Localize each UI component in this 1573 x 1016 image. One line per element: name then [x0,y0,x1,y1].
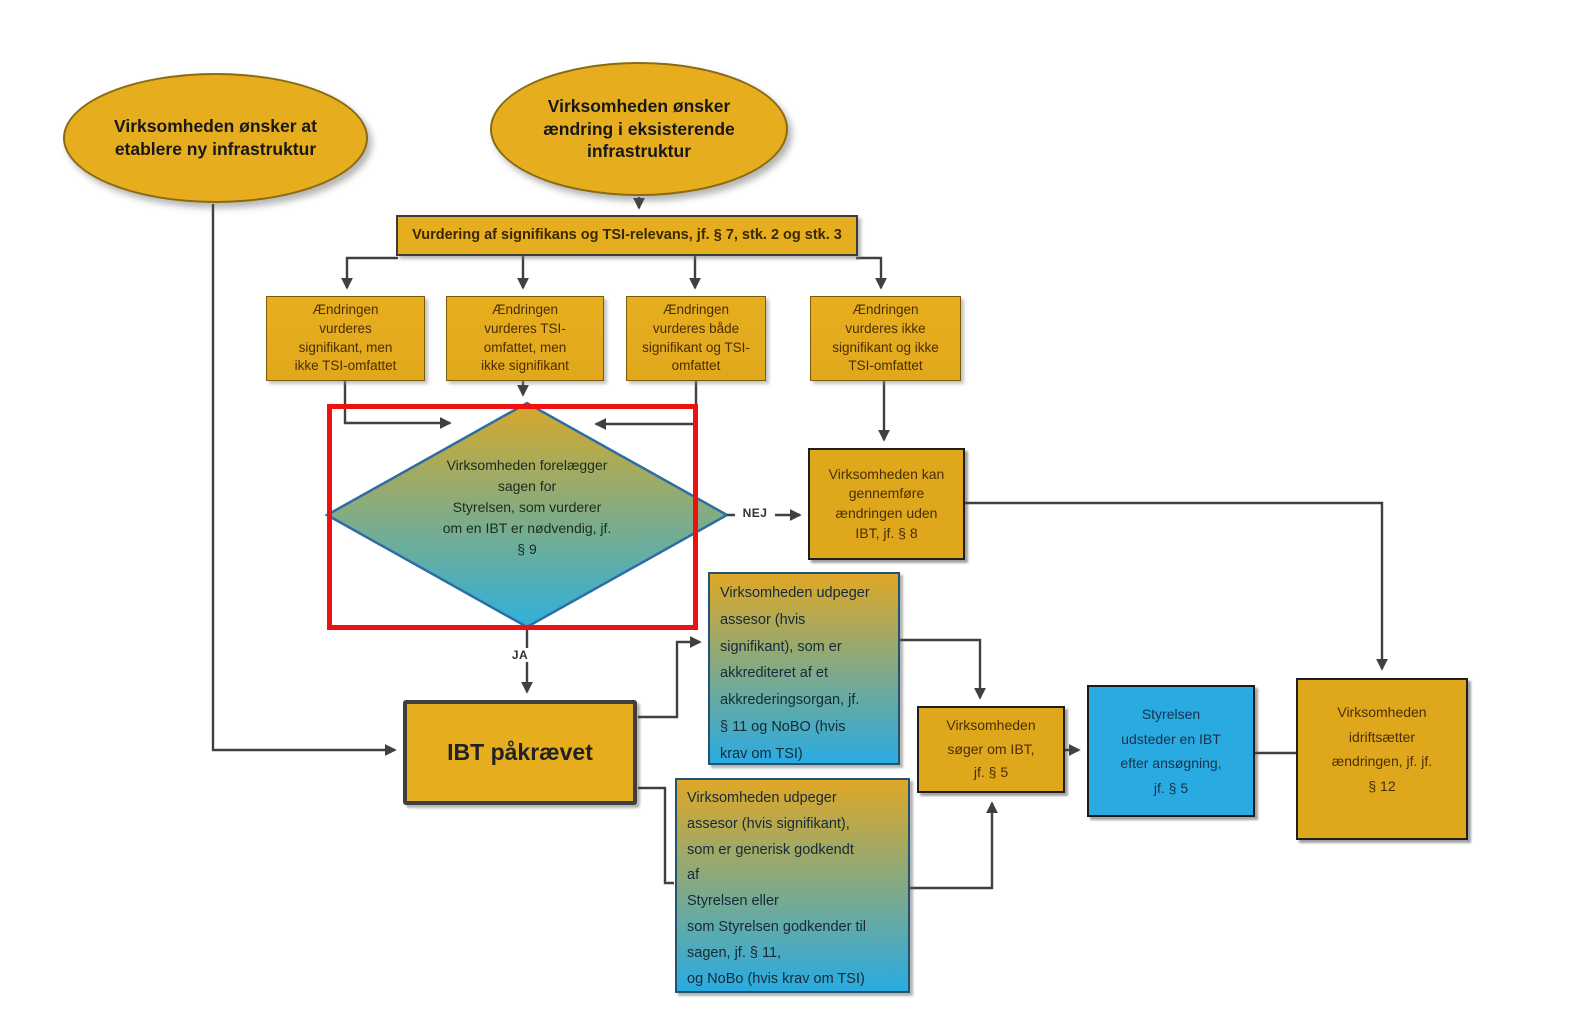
start-ellipse-new-infrastructure: Virksomheden ønsker at etablere ny infra… [63,73,368,203]
connector-generic-to-apply [910,801,998,890]
assessor-accredited-box: Virksomheden udpeger assesor (hvis signi… [708,572,900,765]
commission-change-box: Virksomheden idriftsætter ændringen, jf.… [1296,678,1468,840]
apply-for-ibt-box: Virksomheden søger om IBT, jf. § 5 [917,706,1065,793]
start-ellipse-change-infrastructure: Virksomheden ønsker ændring i eksisteren… [490,62,788,196]
connector-outcome1-to-decision [343,381,452,429]
connector-accredited-to-apply [900,638,986,700]
ibt-required-box: IBT påkrævet [403,700,637,805]
connector-ibt-required-to-generic [638,786,674,885]
connector-no-ibt-to-commission [965,501,1388,671]
highlight-rectangle [327,404,698,630]
decision-diamond-label: Virksomheden forelægger sagen for Styrel… [442,457,612,557]
assessment-box: Vurdering af signifikans og TSI-relevans… [396,215,858,256]
connector-ibt-required-to-accredited [638,636,702,719]
outcome-box-tsi-not-significant: Ændringen vurderes TSI- omfattet, men ik… [446,296,604,381]
no-ibt-needed-box: Virksomheden kan gennemføre ændringen ud… [808,448,965,560]
connector-assessment-to-outcome1 [341,256,398,290]
edge-label-nej: NEJ [735,506,775,520]
connector-assessment-to-outcome4 [856,256,887,290]
outcome-box-significant-not-tsi: Ændringen vurderes signifikant, men ikke… [266,296,425,381]
edge-label-ja: JA [503,648,537,662]
issue-ibt-box: Styrelsen udsteder en IBT efter ansøgnin… [1087,685,1255,817]
assessor-generic-box: Virksomheden udpeger assesor (hvis signi… [675,778,910,993]
connector-new-infra-to-ibt-required [211,204,397,756]
outcome-box-neither: Ændringen vurderes ikke signifikant og i… [810,296,961,381]
outcome-box-both: Ændringen vurderes både signifikant og T… [626,296,766,381]
